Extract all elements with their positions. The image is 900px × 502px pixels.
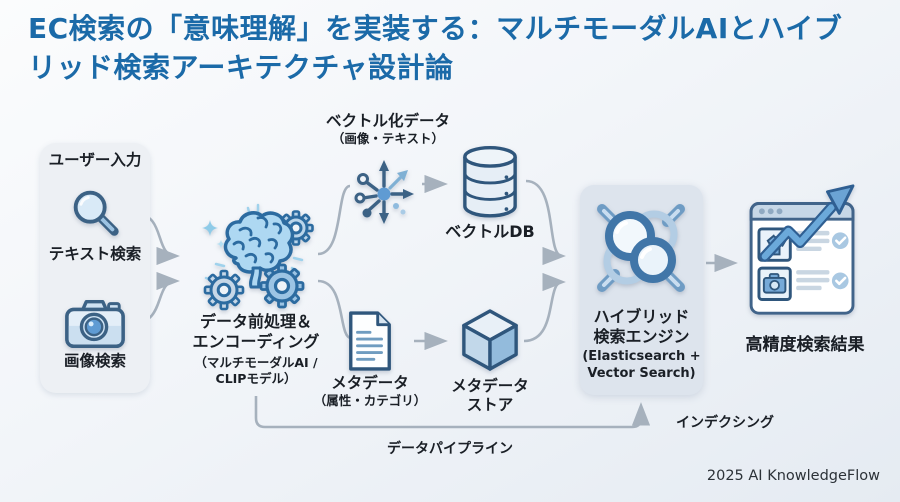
encoder-label: データ前処理＆ エンコーディング （マルチモーダルAI / CLIPモデル）: [192, 312, 320, 386]
metadata-store-label: メタデータ ストア: [451, 377, 529, 414]
vector-scatter-icon: [354, 160, 414, 224]
text-search-label: テキスト検索: [48, 245, 142, 263]
page-title: EC検索の「意味理解」を実装する：マルチモーダルAIとハイブリッド検索アーキテク…: [28, 12, 843, 84]
hybrid-engine-label: ハイブリッド 検索エンジン (Elasticsearch + Vector Se…: [582, 307, 701, 381]
user-input-panel: [40, 143, 150, 393]
indexing-label: インデクシング: [676, 415, 774, 431]
brain-gears-icon: [202, 203, 314, 311]
edge-encoder-to-vector-data: [317, 184, 351, 256]
result-window-icon: [749, 184, 855, 315]
document-icon: [349, 311, 391, 371]
result-label: 高精度検索結果: [745, 335, 865, 355]
cube-icon: [462, 309, 518, 371]
edge-vector-db-to-engine: [525, 179, 566, 266]
database-icon: [463, 145, 517, 218]
hybrid-search-icon: [597, 204, 685, 292]
edge-store-to-engine: [523, 272, 566, 343]
camera-icon: [65, 299, 125, 348]
edge-data-pipeline: [254, 396, 651, 429]
image-search-label: 画像検索: [63, 352, 126, 370]
edge-encoder-to-metadata: [317, 279, 352, 340]
vector-data-label: ベクトル化データ （画像・テキスト）: [325, 112, 450, 146]
vector-db-label: ベクトルDB: [445, 222, 535, 241]
user-input-title: ユーザー入力: [48, 151, 142, 169]
metadata-label: メタデータ （属性・カテゴリ）: [313, 374, 427, 408]
data-pipeline-label: データパイプライン: [387, 441, 513, 457]
footer-credit: 2025 AI KnowledgeFlow: [706, 468, 880, 484]
magnifier-icon: [73, 190, 119, 236]
